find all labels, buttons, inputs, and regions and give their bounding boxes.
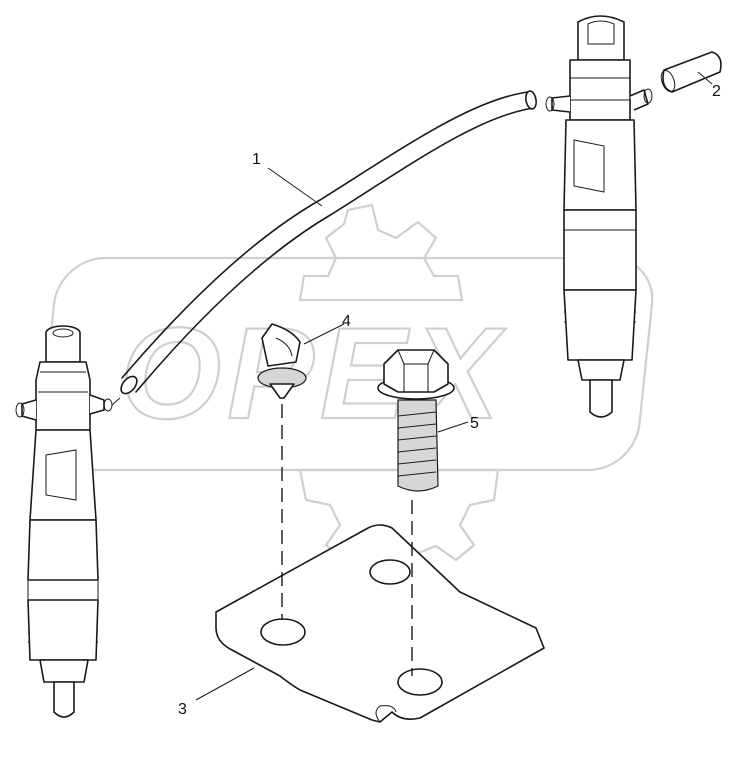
callout-4: 4 [342,313,351,330]
callout-2: 2 [712,83,721,100]
mounting-bracket [215,524,545,723]
leak-off-pipe [120,90,537,395]
fuel-injector-right [545,15,653,418]
callout-3: 3 [178,701,187,718]
flange-bolt [377,349,455,492]
protective-cap [660,51,722,93]
callout-1: 1 [252,151,261,168]
callout-5: 5 [470,415,479,432]
retaining-clip [257,323,307,399]
fuel-injector-left [15,325,121,718]
callout-labels: 1 2 3 4 5 [178,83,721,718]
leader-lines [195,71,713,701]
assembly-lines [281,404,413,676]
